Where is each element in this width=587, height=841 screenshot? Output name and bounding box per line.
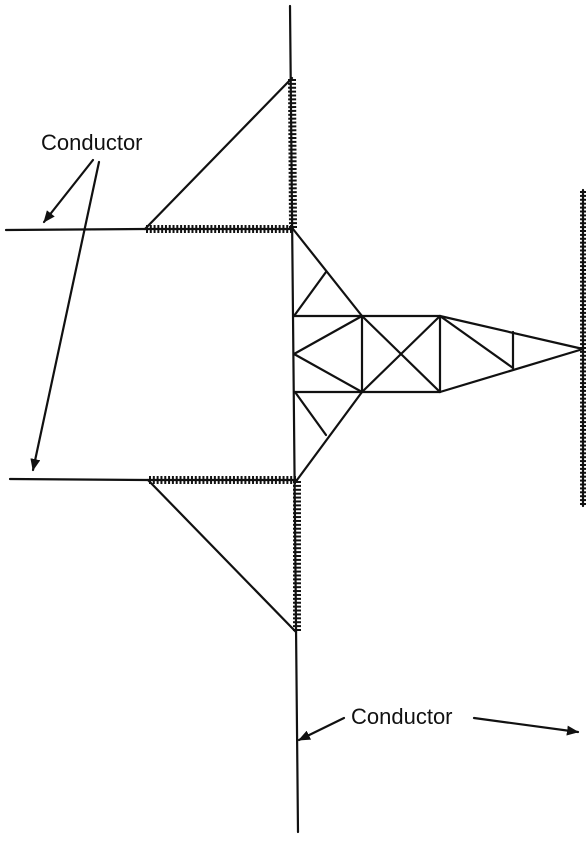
bottom-label-arrow-right (474, 718, 578, 732)
bottom-conductor-label: Conductor (351, 704, 453, 729)
upper-conductor-line (6, 229, 145, 230)
top-label-arrow-1 (44, 160, 93, 222)
lower-conductor-line (10, 479, 148, 480)
lower-brace (148, 480, 296, 632)
lattice-truss (293, 229, 583, 480)
top-conductor-label: Conductor (41, 130, 143, 155)
upper-brace (145, 78, 292, 229)
bottom-label-arrow-left (299, 718, 344, 740)
top-label-arrow-2 (33, 162, 99, 470)
